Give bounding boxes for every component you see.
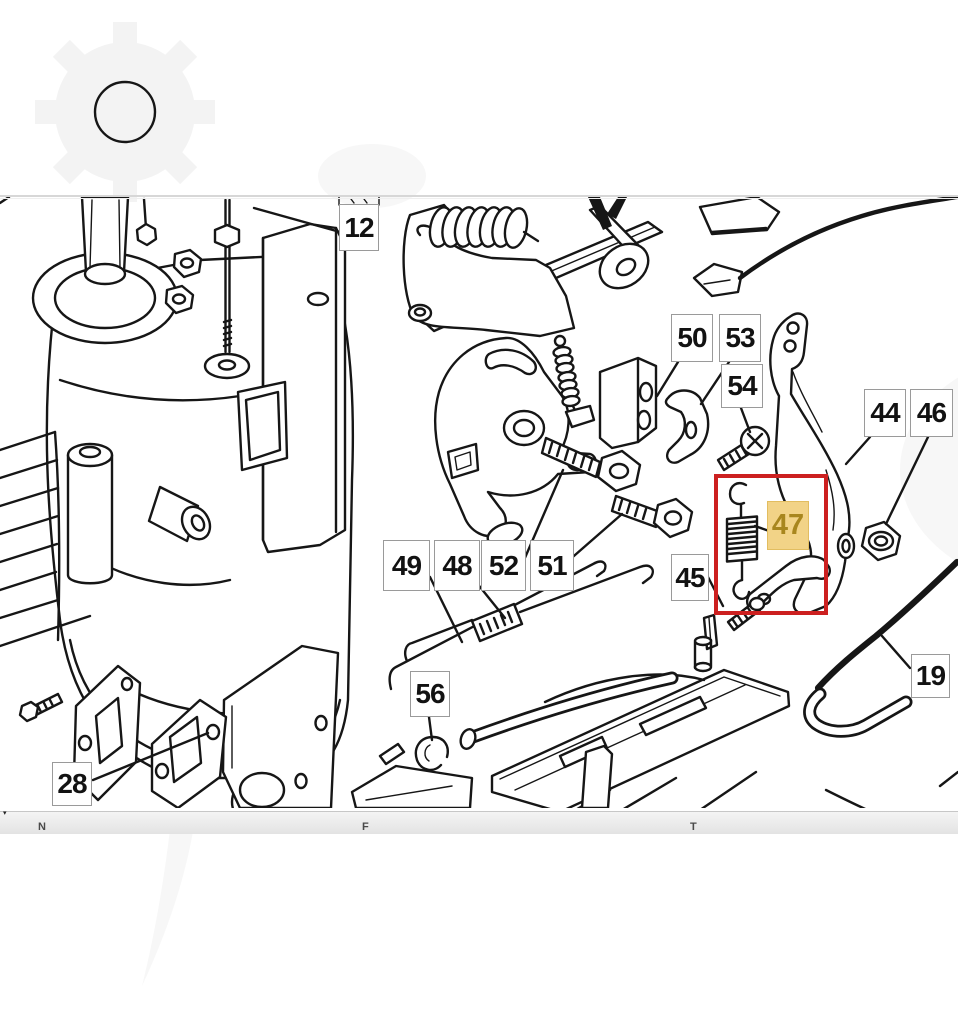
cooling-fins bbox=[0, 430, 92, 648]
coil-spring-top bbox=[416, 206, 540, 249]
part-label-52[interactable]: 52 bbox=[481, 540, 526, 591]
part-label-49[interactable]: 49 bbox=[383, 540, 430, 591]
part-label-54[interactable]: 54 bbox=[721, 364, 763, 408]
governor-cam-drawing bbox=[434, 334, 598, 547]
throttle-bracket-and-spring-drawing bbox=[402, 203, 664, 338]
cable-and-chassis-drawing bbox=[459, 558, 958, 808]
strip-corner-mark: ▾ bbox=[3, 810, 7, 817]
parts-table-header-strip: ▾ N F T bbox=[0, 810, 958, 834]
diagram-top-edge bbox=[0, 195, 958, 197]
part-label-56[interactable]: 56 bbox=[410, 671, 450, 717]
diagram-top-edge-shadow bbox=[0, 198, 958, 199]
part-label-28[interactable]: 28 bbox=[52, 762, 92, 806]
kill-wire-drawing bbox=[588, 196, 958, 298]
strip-text-fragment-middle: F bbox=[362, 821, 369, 833]
part-label-44[interactable]: 44 bbox=[864, 389, 906, 437]
hex-bolts-drawing bbox=[540, 436, 694, 539]
extension-spring-47-drawing bbox=[725, 481, 759, 600]
part-label-12[interactable]: 12 bbox=[339, 204, 379, 251]
watermark-gear-logo bbox=[35, 22, 958, 986]
part-label-19[interactable]: 19 bbox=[911, 654, 950, 698]
bellcrank-lever-drawing bbox=[746, 312, 902, 615]
selected-part-label-47[interactable]: 47 bbox=[767, 501, 809, 550]
governor-spring bbox=[552, 334, 596, 429]
part-label-50[interactable]: 50 bbox=[671, 314, 713, 362]
part-label-46[interactable]: 46 bbox=[910, 389, 953, 437]
strip-text-fragment-left: N bbox=[38, 821, 46, 833]
part-label-53[interactable]: 53 bbox=[719, 314, 761, 362]
clip-56-drawing bbox=[414, 735, 449, 772]
bracket-clamp-screw-drawing bbox=[598, 356, 771, 472]
part-label-48[interactable]: 48 bbox=[434, 540, 480, 591]
part-label-45[interactable]: 45 bbox=[671, 554, 709, 601]
throttle-rods-drawing bbox=[388, 560, 654, 691]
part-label-51[interactable]: 51 bbox=[530, 540, 574, 591]
strip-text-fragment-right: T bbox=[690, 821, 697, 833]
selected-part-highlight-box bbox=[714, 474, 828, 615]
